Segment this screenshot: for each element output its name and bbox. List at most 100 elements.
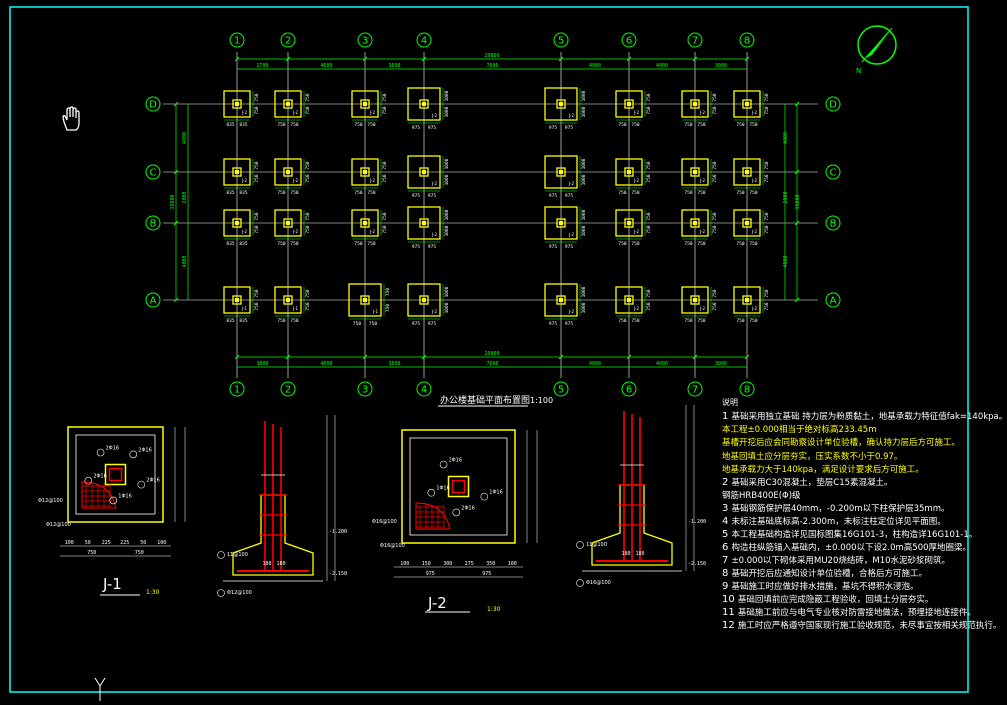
footing-dim: 975: [412, 321, 420, 327]
axis-label-7: 7: [692, 36, 698, 47]
footing-dim: 1000: [581, 106, 587, 117]
bar-label: 2Φ16: [93, 474, 106, 480]
section-dim: 180: [635, 551, 644, 557]
column-fill: [235, 298, 239, 302]
dimension-text: 2700: [256, 63, 268, 69]
bar-callout: [129, 450, 138, 459]
section-rebar-callout: Φ12@100: [227, 590, 252, 596]
note-number: 10: [722, 594, 738, 606]
column-outline: [360, 99, 370, 109]
dimension-text: 2800: [182, 191, 188, 203]
column-outline: [556, 295, 566, 305]
column-outline: [360, 218, 370, 228]
footing-outline: [681, 90, 709, 118]
column-fill: [745, 298, 749, 302]
footing-dim: 975: [565, 193, 573, 199]
footing-dim: 1000: [444, 90, 450, 101]
bar-callout: [452, 508, 461, 517]
dimension-tick: [558, 354, 564, 360]
footing-tag: J-1: [241, 306, 247, 311]
footing-dim: 750: [697, 122, 705, 128]
detail-rebar-hatch: [415, 502, 451, 530]
footing-outline: [274, 286, 302, 314]
detail-dim: 50: [85, 540, 91, 546]
axis-label-4: 4: [421, 36, 427, 47]
column-fill: [235, 102, 239, 106]
footing-dim: 750: [646, 225, 652, 233]
axis-bubble: [825, 96, 841, 112]
footing-tag: J-2: [699, 229, 705, 234]
column-outline: [690, 295, 700, 305]
dimension-tick: [173, 297, 179, 303]
footing-dim: 750: [382, 106, 388, 114]
column-fill: [422, 298, 426, 302]
footing-dim: 750: [618, 122, 626, 128]
footing-dim: 750: [631, 241, 639, 247]
ucs-icon: [92, 676, 108, 701]
column-fill: [559, 221, 563, 225]
pan-hand-icon[interactable]: [60, 106, 84, 132]
bar-label: 2Φ16: [449, 458, 462, 464]
note-number: 2: [722, 476, 732, 488]
dimension-text: 7600: [486, 63, 498, 69]
footing-dim: 750: [254, 106, 260, 114]
section-callout: [576, 579, 584, 587]
dimension-text: 4000: [656, 63, 668, 69]
axis-bubble: [145, 215, 161, 231]
bar-callout: [427, 488, 436, 497]
rebar-callout: Φ16@100: [372, 519, 397, 525]
note-number: 1: [722, 411, 732, 423]
footing-dim: 750: [290, 241, 298, 247]
notes-list: 1 基础采用独立基础 持力层为粉质黏土，地基承载力特征值fak=140kpa。 …: [722, 410, 1007, 632]
footing-dim: 750: [736, 318, 744, 324]
footing-outline: [615, 158, 643, 186]
footing-tag: J-2: [568, 181, 574, 186]
dimension-text: 4800: [783, 255, 789, 267]
note-number: 9: [722, 581, 732, 592]
detail-j1-scale: 1:30: [146, 589, 160, 596]
detail-dim: 100: [65, 540, 74, 546]
note-number: 12: [722, 620, 738, 632]
footing-dim: 750: [764, 212, 770, 220]
axis-bubble: [825, 292, 841, 308]
section-rebar-callout: 11@100: [227, 552, 248, 558]
column-fill: [363, 298, 367, 302]
column-outline: [283, 99, 293, 109]
footing-dim: 975: [565, 125, 573, 131]
footing-dim: 750: [712, 174, 718, 182]
axis-bubble: [825, 164, 841, 180]
plan-title: 办公楼基础平面布置图: [440, 394, 530, 406]
footing-dim: 750: [254, 93, 260, 101]
footing-dim: 750: [712, 93, 718, 101]
bar-callout: [439, 460, 448, 469]
footing-outline: [681, 158, 709, 186]
section-elevation: -1.200: [329, 529, 347, 535]
footing-dim: 750: [646, 174, 652, 182]
axis-label-4: 4: [421, 385, 427, 396]
footing-tag: J-2: [431, 232, 437, 237]
detail-footing-step: [75, 434, 156, 515]
column-fill: [627, 298, 631, 302]
footing-dim: 1000: [581, 302, 587, 313]
dimension-text: 3500: [388, 63, 400, 69]
dimension-total: 29800: [484, 53, 499, 59]
axis-bubble: [229, 381, 245, 397]
detail-dim: 275: [465, 561, 474, 567]
footing-tag: J-2: [633, 229, 639, 234]
footing-outline: [348, 283, 382, 317]
footing-outline: [733, 158, 761, 186]
note-text: 本工程基础构造详见国标图集16G101-3，柱构造详16G101-1。: [731, 529, 978, 540]
column-outline: [232, 167, 242, 177]
axis-label-D: D: [149, 100, 157, 111]
footing-dim: 1000: [444, 286, 450, 297]
detail-dim: 100: [400, 561, 409, 567]
column-fill: [286, 298, 290, 302]
footing-dim: 975: [565, 321, 573, 327]
footing-dim: 1000: [581, 286, 587, 297]
